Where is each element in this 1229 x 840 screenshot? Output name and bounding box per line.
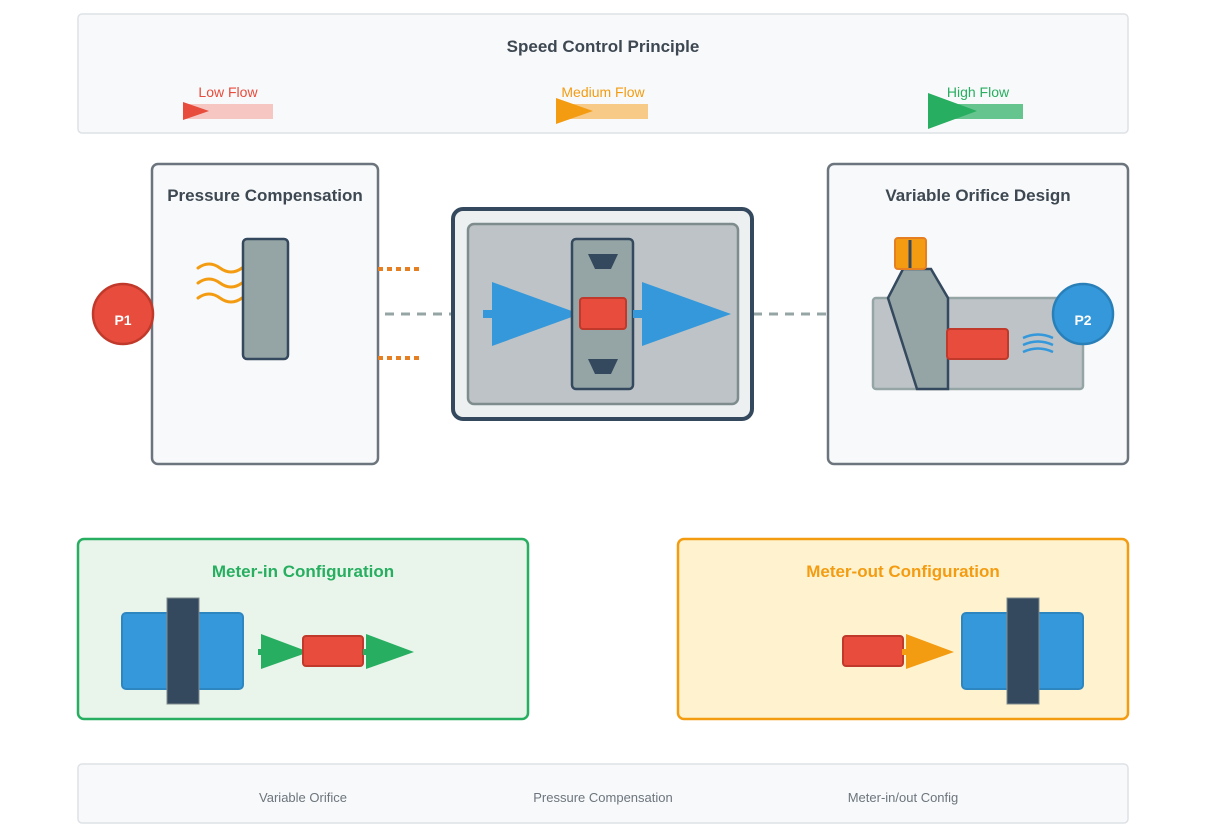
needle-valve <box>886 267 950 391</box>
pressure-compensation-title: Pressure Compensation <box>167 186 363 205</box>
meter-in-panel: Meter-in Configuration <box>76 537 530 721</box>
cylinder-piston <box>1006 597 1040 705</box>
low-flow-label: Low Flow <box>198 84 258 100</box>
legend-item-variable-orifice: Variable Orifice <box>259 790 347 805</box>
orifice-plug <box>946 328 1009 360</box>
low-flow-indicator: Low Flow <box>183 84 273 120</box>
p1-port: P1 <box>91 282 155 346</box>
meter-out-valve <box>842 635 904 667</box>
cylinder-piston <box>166 597 200 705</box>
meter-in-arrow-icon-2 <box>366 634 414 669</box>
meter-in-valve <box>302 635 364 667</box>
high-flow-arrow-icon <box>928 93 977 129</box>
low-flow-bar <box>183 104 273 119</box>
meter-out-panel: Meter-out Configuration <box>676 537 1130 721</box>
lower-stop-icon <box>588 359 618 374</box>
meter-out-arrow-icon <box>906 634 954 669</box>
variable-orifice-title: Variable Orifice Design <box>885 186 1070 205</box>
meter-out-title: Meter-out Configuration <box>806 562 1000 581</box>
header-panel: Speed Control Principle Low Flow Medium … <box>77 13 1129 134</box>
upper-stop-icon <box>588 254 618 269</box>
high-flow-indicator: High Flow <box>928 84 1023 129</box>
pressure-compensation-panel: Pressure Compensation <box>150 162 380 466</box>
header-title: Speed Control Principle <box>507 37 700 56</box>
flow-wave-icon <box>1022 333 1054 354</box>
p2-port: P2 <box>1051 282 1115 346</box>
central-valve <box>451 207 754 421</box>
connector-lines <box>378 267 826 360</box>
inlet-flow-arrow-icon <box>492 282 580 346</box>
medium-flow-arrow-icon <box>556 98 593 124</box>
p1-label: P1 <box>114 312 131 328</box>
medium-flow-label: Medium Flow <box>561 84 645 100</box>
orifice-element <box>579 297 627 330</box>
compensator-spool <box>241 237 290 361</box>
p2-label: P2 <box>1074 312 1091 328</box>
legend-item-pressure-compensation: Pressure Compensation <box>533 790 672 805</box>
legend-panel: Variable Orifice Pressure Compensation M… <box>77 763 1129 824</box>
low-flow-arrow-icon <box>183 102 209 120</box>
high-flow-label: High Flow <box>947 84 1010 100</box>
pressure-wave-icon <box>196 262 244 304</box>
medium-flow-indicator: Medium Flow <box>556 84 648 124</box>
legend-item-meter-config: Meter-in/out Config <box>848 790 959 805</box>
outlet-flow-arrow-icon <box>642 282 731 346</box>
meter-in-title: Meter-in Configuration <box>212 562 394 581</box>
meter-in-arrow-icon-1 <box>261 634 309 669</box>
